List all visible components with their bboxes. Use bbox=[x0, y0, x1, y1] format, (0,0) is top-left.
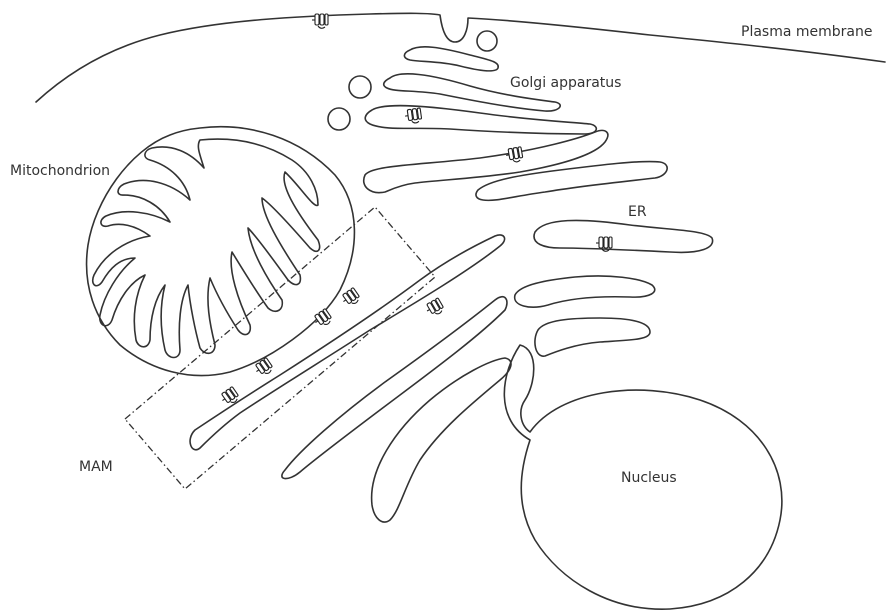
label-mam: MAM bbox=[79, 459, 113, 475]
er-sheet-1 bbox=[364, 130, 608, 192]
mitochondrion-inner-membrane bbox=[93, 139, 320, 357]
er-tubule-2 bbox=[282, 297, 507, 479]
er-tubule-3 bbox=[372, 358, 511, 522]
protein-icon bbox=[312, 308, 333, 329]
er-sheet-3 bbox=[534, 220, 713, 252]
protein-icon bbox=[505, 147, 523, 164]
protein-icon bbox=[404, 108, 422, 124]
er-sheet-2 bbox=[476, 162, 667, 201]
protein-icon bbox=[253, 357, 274, 378]
protein-icon bbox=[424, 298, 445, 318]
label-nucleus: Nucleus bbox=[621, 470, 677, 486]
label-mitochondrion: Mitochondrion bbox=[10, 163, 110, 179]
vesicle bbox=[349, 76, 371, 98]
label-er: ER bbox=[628, 204, 647, 220]
label-golgi-apparatus: Golgi apparatus bbox=[510, 75, 621, 91]
er-sheet-5 bbox=[535, 318, 650, 356]
vesicle bbox=[328, 108, 350, 130]
protein-icon bbox=[219, 386, 240, 407]
golgi-cisterna-3 bbox=[365, 106, 596, 134]
er-sheet-4 bbox=[515, 276, 655, 307]
protein-icon bbox=[340, 287, 361, 308]
vesicle bbox=[477, 31, 497, 51]
label-plasma-membrane: Plasma membrane bbox=[741, 24, 872, 40]
